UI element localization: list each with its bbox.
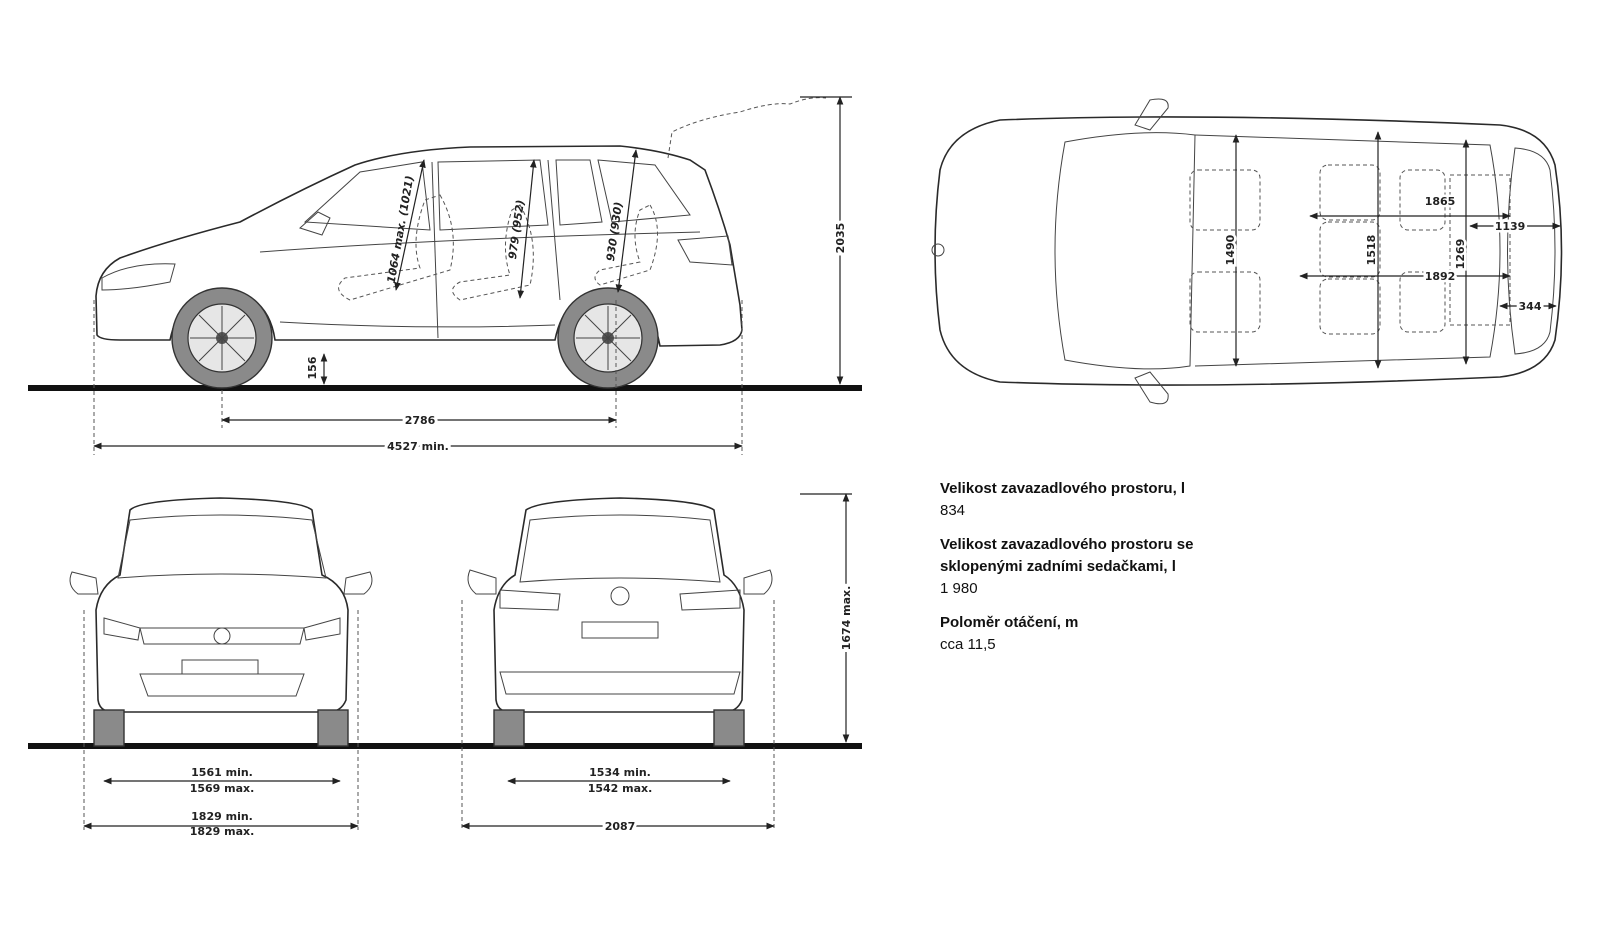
rear-track-max-label: 1542 max. — [588, 782, 653, 795]
headroom-front-line — [394, 159, 426, 291]
rear-bumper — [499, 671, 741, 695]
side-door-seam-1 — [431, 161, 439, 339]
front-tyre-right — [317, 709, 349, 747]
headroom-third-line — [615, 149, 639, 293]
top-view: 1490 1518 1865 1892 1139 1269 344 — [931, 98, 1563, 405]
height-label: 2035 — [834, 223, 847, 254]
front-view: 1561 min. 1569 max. 1829 min. 1829 max. — [28, 497, 862, 838]
rear-mirror-right — [743, 569, 773, 595]
top-seat-row3-b — [1399, 271, 1446, 333]
ground-clearance-label: 156 — [306, 356, 319, 379]
front-badge — [213, 627, 231, 645]
side-belt-line — [259, 231, 701, 253]
front-track-max-label: 1569 max. — [190, 782, 255, 795]
side-seat-third — [594, 204, 658, 286]
side-front-wheel — [171, 287, 273, 389]
top-rear-window — [1507, 147, 1556, 355]
side-mirror — [299, 211, 331, 236]
wheelbase-label: 2786 — [405, 414, 436, 427]
headroom-third-label: 930 (930) — [604, 201, 625, 262]
front-headlight-left — [103, 617, 141, 641]
rear-plate — [581, 621, 659, 639]
rear-tyre-left — [493, 709, 525, 747]
spec-label-turning-radius: Poloměr otáčení, m — [940, 614, 1079, 631]
top-1269-label: 1269 — [1454, 239, 1467, 270]
headroom-second-line — [517, 159, 537, 299]
length-label: 4527 min. — [387, 440, 449, 453]
spec-value-boot-folded: 1 980 — [940, 580, 978, 597]
front-width-min-label: 1829 min. — [191, 810, 253, 823]
front-plate — [181, 659, 259, 675]
top-seat-row2-c — [1319, 278, 1381, 335]
top-seat-row2-a — [1319, 164, 1381, 221]
top-344-label: 344 — [1519, 300, 1542, 313]
rear-tyre-right — [713, 709, 745, 747]
top-seat-row3-a — [1399, 169, 1446, 231]
top-1490-label: 1490 — [1224, 234, 1237, 265]
top-body-outline — [934, 116, 1563, 386]
top-mirror-upper — [1134, 98, 1169, 131]
front-mirror-left — [69, 571, 99, 595]
top-badge — [931, 243, 945, 257]
top-boot-area — [1449, 174, 1511, 326]
side-rear-wheel — [557, 287, 659, 389]
front-height-label: 1674 max. — [840, 586, 853, 651]
headroom-second-label: 979 (952) — [506, 199, 527, 260]
rear-view: 1534 min. 1542 max. 2087 1674 max. — [461, 493, 856, 836]
front-lower-intake — [139, 673, 305, 697]
side-view: 2786 4527 min. 2035 156 1064 max. (1021)… — [28, 96, 862, 456]
front-tyre-left — [93, 709, 125, 747]
rear-track-min-label: 1534 min. — [589, 766, 651, 779]
front-mirror-right — [343, 571, 373, 595]
side-window-middle — [437, 159, 549, 231]
top-1865-label: 1865 — [1425, 195, 1456, 208]
rear-taillight-left — [499, 589, 561, 611]
top-1518-label: 1518 — [1365, 235, 1378, 266]
side-window-rear — [555, 159, 603, 226]
rear-mirror-left — [467, 569, 497, 595]
top-1139-label: 1139 — [1495, 220, 1526, 233]
top-mirror-lower — [1134, 371, 1169, 405]
top-roof-outline — [1194, 134, 1501, 367]
spec-value-boot: 834 — [940, 502, 966, 519]
rear-width-label: 2087 — [605, 820, 636, 833]
front-width-max-label: 1829 max. — [190, 825, 255, 838]
side-door-seam-2 — [547, 159, 561, 301]
spec-value-turning-radius: cca 11,5 — [940, 636, 996, 653]
front-headlight-right — [303, 617, 341, 641]
top-seat-driver — [1189, 169, 1261, 231]
rear-badge — [610, 586, 630, 606]
specs-panel: Velikost zavazadlového prostoru, l 834 V… — [940, 478, 1360, 668]
side-open-tailgate — [667, 97, 827, 159]
front-grille — [139, 627, 305, 645]
front-track-min-label: 1561 min. — [191, 766, 253, 779]
spec-label-boot: Velikost zavazadlového prostoru, l — [940, 480, 1186, 497]
front-body-outline — [95, 497, 349, 714]
side-taillight — [677, 235, 733, 266]
front-windscreen — [117, 514, 327, 579]
spec-label-boot-folded: Velikost zavazadlového prostoru se sklop… — [940, 536, 1194, 575]
rear-window — [519, 514, 721, 583]
top-1892-label: 1892 — [1425, 270, 1456, 283]
side-sill-line — [279, 321, 556, 328]
side-headlight — [101, 263, 176, 291]
top-windscreen — [1054, 132, 1196, 370]
rear-taillight-right — [679, 589, 741, 611]
top-seat-passenger — [1189, 271, 1261, 333]
